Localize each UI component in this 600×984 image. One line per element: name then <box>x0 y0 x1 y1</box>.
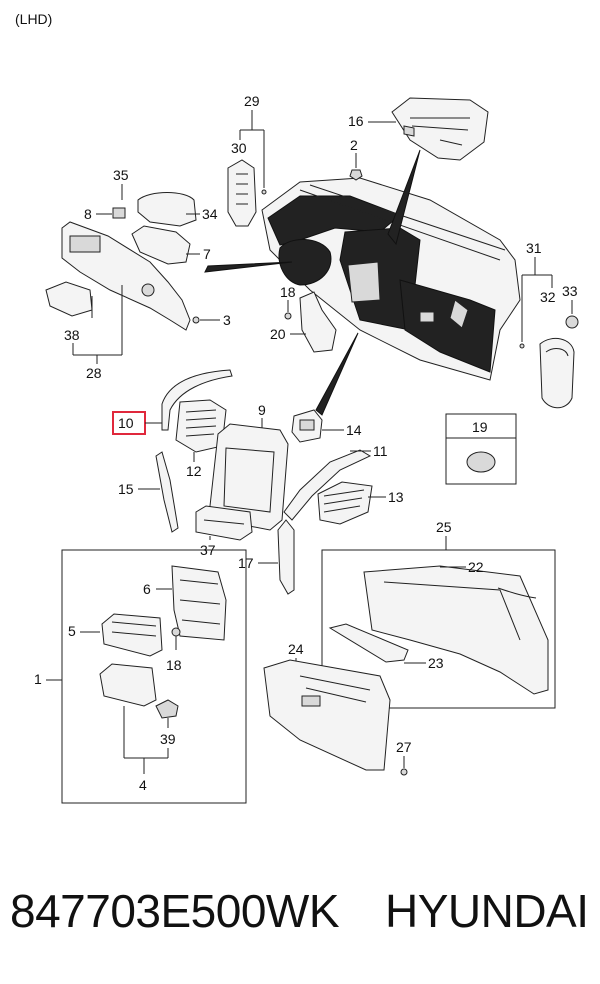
part-32-passenger-airbag-cover <box>539 337 575 409</box>
callout-31: 31 <box>526 240 542 256</box>
callout-9: 9 <box>258 402 266 418</box>
part-10-garnish <box>161 369 233 431</box>
callout-29: 29 <box>244 93 260 109</box>
part-11-garnish <box>283 449 372 521</box>
callout-6: 6 <box>143 581 151 597</box>
group-25-box <box>321 549 556 709</box>
callout-12: 12 <box>186 463 202 479</box>
callout-38: 38 <box>64 327 80 343</box>
callout-22: 22 <box>468 559 484 575</box>
part-7-lower-column-cover <box>131 225 191 265</box>
part-6-bracket <box>171 565 227 641</box>
part-38-bracket <box>45 281 93 317</box>
part-4-box <box>99 663 157 707</box>
part-37-switch-panel <box>195 505 253 541</box>
callout-35: 35 <box>113 167 129 183</box>
callout-23: 23 <box>428 655 444 671</box>
part-13-air-vent <box>317 481 373 525</box>
callout-2: 2 <box>350 137 358 153</box>
part-16-airbag-module <box>391 97 489 161</box>
callout-27: 27 <box>396 739 412 755</box>
group-1-box <box>61 549 247 804</box>
callout-7: 7 <box>203 246 211 262</box>
part-34-upper-column-cover <box>137 192 197 227</box>
part-5-tray <box>101 613 163 657</box>
part-39-switch <box>155 699 179 719</box>
leader-wedge-7 <box>204 261 293 273</box>
part-19-box <box>445 413 517 485</box>
leader-wedge-14 <box>315 332 359 416</box>
callout-16: 16 <box>348 113 364 129</box>
part-24-glove-box <box>263 659 391 771</box>
brand-name: HYUNDAI <box>385 885 589 937</box>
callout-39: 39 <box>160 731 176 747</box>
part-15-side-garnish <box>155 451 179 533</box>
leader-wedge-16 <box>387 149 421 246</box>
callout-5: 5 <box>68 623 76 639</box>
callout-24: 24 <box>288 641 304 657</box>
variant-label: (LHD) <box>15 11 52 27</box>
part-12-air-vent <box>175 399 227 453</box>
callout-4: 4 <box>139 777 147 793</box>
part-17-garnish <box>277 519 295 595</box>
callout-15: 15 <box>118 481 134 497</box>
callout-10: 10 <box>118 415 134 431</box>
callout-8: 8 <box>84 206 92 222</box>
callout-25: 25 <box>436 519 452 535</box>
callout-32: 32 <box>540 289 556 305</box>
callout-11: 11 <box>373 443 388 459</box>
callout-13: 13 <box>388 489 404 505</box>
callout-19: 19 <box>472 419 488 435</box>
callout-18-lower: 18 <box>166 657 182 673</box>
callout-30: 30 <box>231 140 247 156</box>
part-25-glove-box-housing <box>363 565 549 695</box>
part-33-clip <box>565 315 579 329</box>
callout-28: 28 <box>86 365 102 381</box>
part-8-clip <box>112 207 126 219</box>
callout-18-upper: 18 <box>280 284 296 300</box>
part-3-bolt <box>192 316 200 324</box>
part-number: 847703E500WK <box>10 885 340 937</box>
part-2-screw <box>349 169 363 181</box>
callout-33: 33 <box>562 283 578 299</box>
part-23-panel <box>328 623 409 663</box>
part-28-lower-crash-pad-panel <box>61 221 191 331</box>
callout-14: 14 <box>346 422 362 438</box>
callout-34: 34 <box>202 206 218 222</box>
footer-caption: 847703E500WK HYUNDAI <box>0 870 600 950</box>
part-18-screw-lower <box>171 627 181 650</box>
part-27-stopper <box>400 768 408 776</box>
part-30-side-cover <box>227 159 257 227</box>
crash-pad-assembly <box>261 177 521 381</box>
callout-20: 20 <box>270 326 286 342</box>
callout-1: 1 <box>34 671 42 687</box>
part-14-switch <box>291 409 323 443</box>
callout-3: 3 <box>223 312 231 328</box>
